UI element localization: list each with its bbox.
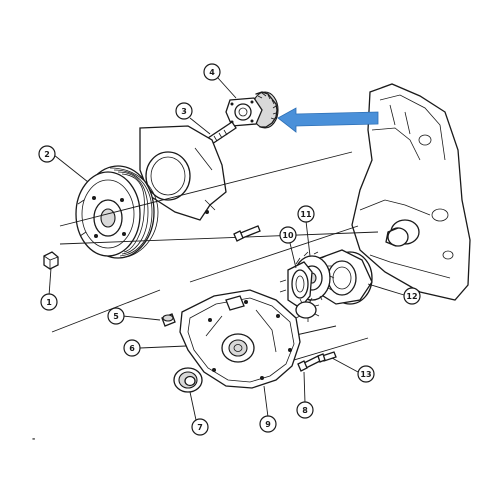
callout-label: 13 [360, 370, 371, 379]
callout-label: 12 [406, 292, 417, 301]
callout-label: 1 [46, 298, 52, 307]
callout-label: 7 [197, 423, 203, 432]
direction-arrow [277, 107, 379, 133]
oil-pump-assembly [279, 249, 373, 322]
callout-label: 3 [181, 107, 187, 116]
callout-label: 8 [302, 406, 308, 415]
callout-label: 2 [44, 150, 50, 159]
callout-label: 5 [113, 312, 119, 321]
cover-bolt [297, 355, 321, 372]
callout-label: 9 [265, 420, 271, 429]
callout-8: 8 [296, 371, 314, 419]
callout-6: 6 [123, 339, 187, 357]
front-seal [173, 367, 203, 393]
pump-bolt-upper [233, 225, 261, 242]
callout-label: 11 [300, 210, 312, 219]
callout-12: 12 [367, 283, 421, 305]
engine-block [351, 83, 471, 301]
callout-label: 10 [282, 231, 294, 240]
callout-13: 13 [331, 357, 375, 383]
dowel-pin [161, 313, 176, 327]
corner-mark: - [32, 434, 35, 443]
callout-1: 1 [40, 267, 58, 311]
crank-pulley [75, 165, 159, 259]
pulley-bolt [43, 251, 59, 270]
callout-10: 10 [279, 226, 297, 269]
pump-bolt [317, 351, 337, 363]
front-cover [179, 289, 301, 389]
callout-11: 11 [297, 205, 315, 257]
callout-2: 2 [38, 145, 89, 183]
callout-3: 3 [175, 102, 211, 135]
sprocket [225, 91, 279, 129]
callout-7: 7 [189, 391, 209, 436]
callout-label: 6 [129, 344, 135, 353]
callout-5: 5 [107, 307, 161, 325]
front-plate [139, 125, 227, 221]
callout-9: 9 [259, 385, 277, 433]
callout-4: 4 [203, 63, 237, 99]
callout-label: 4 [209, 68, 215, 77]
